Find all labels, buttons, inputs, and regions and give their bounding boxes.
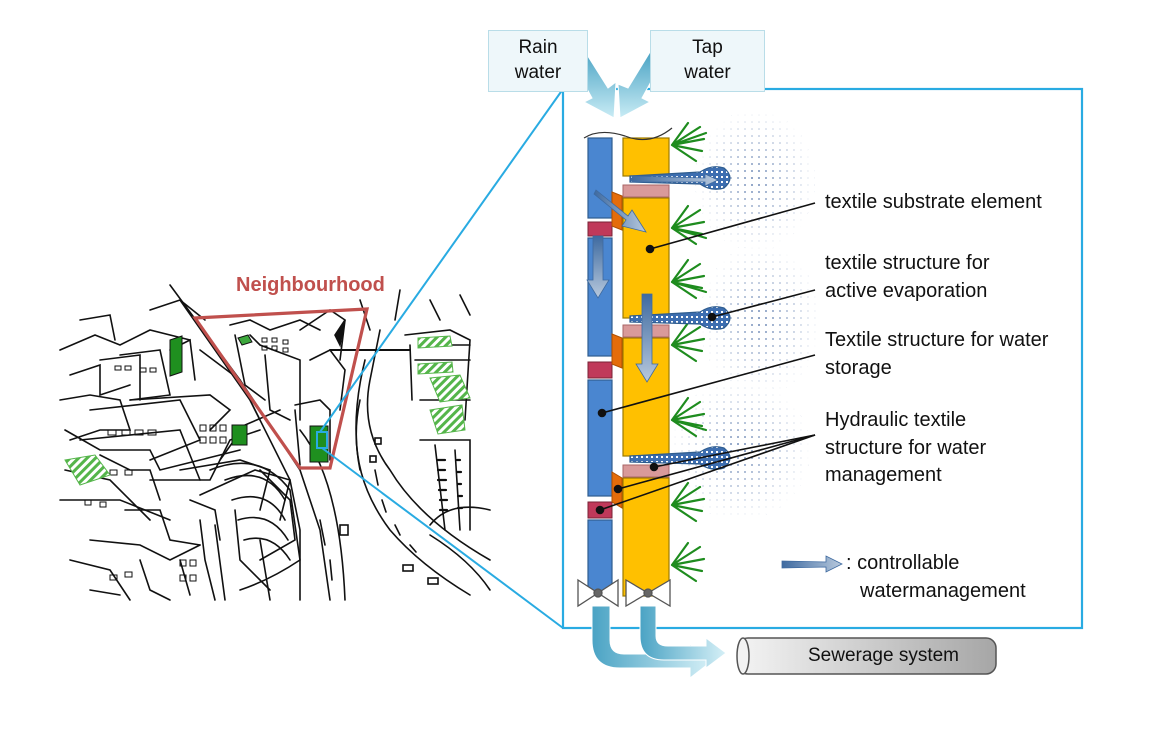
green-roofs [64,334,471,486]
plants [670,121,708,583]
label-evaporation-2: active evaporation [825,280,988,302]
neighbourhood-label: Neighbourhood [236,274,385,296]
valves [577,578,671,608]
hydraulic-orange-tabs [611,191,623,509]
label-evaporation-1: textile structure for [825,252,990,274]
tap-water-column [622,137,670,597]
rain-water-box: Rain water [488,30,588,92]
label-substrate: textile substrate element [825,191,1042,213]
tap-water-box: Tap water [650,30,765,92]
zoom-line-bottom [321,447,564,629]
label-hydraulic-3: management [825,464,942,486]
legend-label-1: : controllable [846,552,960,574]
label-storage-2: storage [825,357,892,379]
sewerage-pipe [736,637,997,675]
legend-arrow-icon [781,555,843,573]
label-hydraulic-2: structure for water [825,437,987,459]
legend-label-2: watermanagement [860,580,1026,602]
sewerage-label: Sewerage system [808,645,960,666]
controllable-arrows [586,173,719,383]
callout-lines [595,202,816,515]
label-hydraulic-1: Hydraulic textile [825,409,967,431]
neighbourhood-outline [192,307,370,470]
zoom-line-top [319,88,564,433]
label-storage-1: Textile structure for water [825,329,1049,351]
evaporation-mist [670,110,820,520]
outflow-arrows [591,605,727,680]
neighbourhood-sketch [59,284,491,601]
column-top-cut [583,127,673,141]
